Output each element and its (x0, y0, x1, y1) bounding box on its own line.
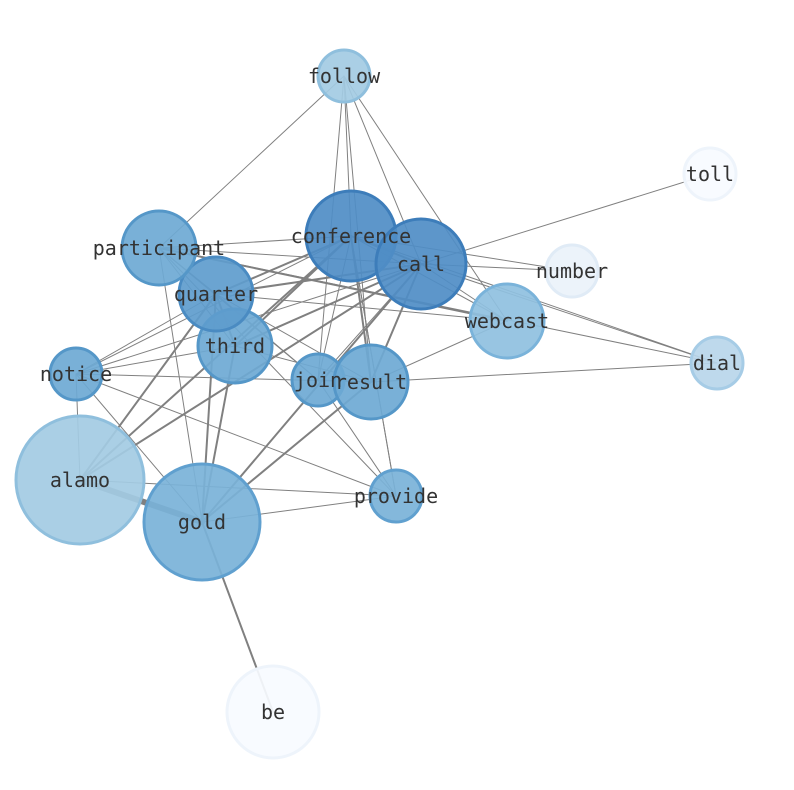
node-label-alamo: alamo (50, 468, 110, 492)
node-label-be: be (261, 700, 285, 724)
edge-call-toll (420, 173, 711, 265)
node-dial (689, 335, 745, 391)
node-layer (14, 48, 745, 760)
node-follow (316, 48, 372, 104)
node-be (225, 664, 321, 760)
node-label-notice: notice (40, 362, 112, 386)
node-label-conference: conference (291, 224, 411, 248)
node-label-toll: toll (686, 162, 734, 186)
node-result (332, 343, 410, 421)
node-notice (48, 346, 104, 402)
node-label-third: third (205, 334, 265, 358)
node-participant (120, 209, 198, 287)
node-call (374, 217, 468, 311)
edge-follow-webcast (343, 75, 508, 322)
node-label-number: number (536, 259, 608, 283)
node-provide (368, 468, 424, 524)
node-label-webcast: webcast (465, 309, 549, 333)
edge-provide-notice (75, 373, 397, 497)
node-label-provide: provide (354, 484, 438, 508)
node-label-participant: participant (93, 236, 225, 260)
node-label-call: call (397, 252, 445, 276)
node-label-gold: gold (178, 510, 226, 534)
node-number (544, 243, 600, 299)
node-gold (142, 462, 262, 582)
node-label-result: result (335, 370, 407, 394)
node-toll (682, 146, 738, 202)
node-label-join: join (294, 368, 342, 392)
edge-participant-follow (158, 75, 345, 249)
node-label-quarter: quarter (174, 282, 258, 306)
node-label-dial: dial (693, 351, 741, 375)
node-label-follow: follow (308, 64, 381, 88)
edge-result-dial (370, 362, 718, 383)
node-webcast (468, 282, 546, 360)
edge-call-dial (420, 263, 718, 364)
node-quarter (177, 255, 255, 333)
node-alamo (14, 414, 146, 546)
